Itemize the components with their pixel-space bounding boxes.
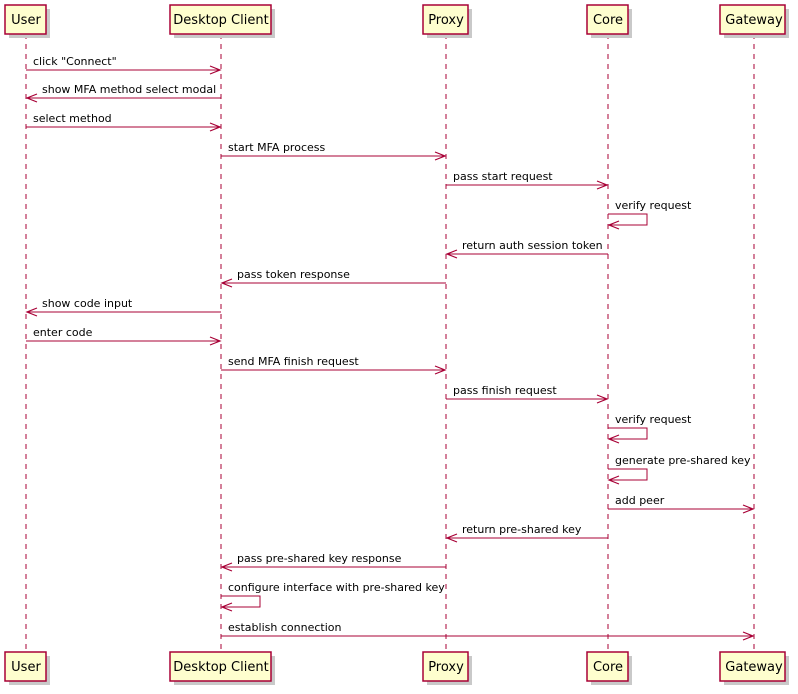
participant-user-bottom: User — [4, 651, 50, 685]
message-label: enter code — [33, 326, 93, 339]
message-label: show MFA method select modal — [42, 83, 216, 96]
participant-label: Desktop Client — [173, 13, 268, 28]
arrow-head — [445, 533, 458, 543]
arrow-head — [209, 336, 222, 346]
arrow-head — [434, 365, 447, 375]
arrow-head — [596, 180, 609, 190]
participant-proxy-bottom: Proxy — [422, 651, 472, 685]
arrow-head — [742, 631, 755, 641]
message-label: start MFA process — [228, 141, 325, 154]
participant-core-top: Core — [586, 4, 632, 38]
message-label: return pre-shared key — [462, 523, 582, 536]
message-label: show code input — [42, 297, 133, 310]
message-label: return auth session token — [462, 239, 603, 252]
message: pass pre-shared key response — [220, 552, 446, 572]
message-label: add peer — [615, 494, 665, 507]
participant-box — [4, 4, 47, 35]
message: establish connection — [221, 621, 755, 641]
arrow-head — [209, 65, 222, 75]
message-label: pass pre-shared key response — [237, 552, 402, 565]
message-label: send MFA finish request — [228, 355, 359, 368]
message: pass start request — [446, 170, 609, 190]
participant-label: Proxy — [428, 13, 464, 28]
message: return pre-shared key — [445, 523, 608, 543]
arrow-head — [607, 475, 620, 485]
arrow-head — [220, 562, 233, 572]
participant-box — [422, 4, 469, 35]
message: show MFA method select modal — [25, 83, 221, 103]
participant-box — [422, 651, 469, 682]
message-label: pass start request — [453, 170, 553, 183]
participant-label: Gateway — [725, 13, 783, 28]
participants-top: User Desktop Client Proxy Core Gateway — [4, 4, 789, 38]
participant-box — [719, 4, 786, 35]
participant-desktop-top: Desktop Client — [169, 4, 275, 38]
arrow-head — [607, 220, 620, 230]
message-label: configure interface with pre-shared key — [228, 581, 445, 594]
message: enter code — [26, 326, 222, 346]
arrow-head — [742, 504, 755, 514]
message: verify request — [607, 199, 692, 230]
message: start MFA process — [221, 141, 447, 161]
self-message-line — [221, 595, 261, 608]
message-label: establish connection — [228, 621, 341, 634]
participant-gateway-bottom: Gateway — [719, 651, 789, 685]
lifelines — [25, 34, 755, 652]
arrow-head — [607, 434, 620, 444]
participant-desktop-bottom: Desktop Client — [169, 651, 275, 685]
participant-user-top: User — [4, 4, 50, 38]
self-message-line — [608, 468, 648, 481]
message: send MFA finish request — [221, 355, 447, 375]
participant-box — [586, 4, 629, 35]
participant-proxy-top: Proxy — [422, 4, 472, 38]
participant-core-bottom: Core — [586, 651, 632, 685]
participant-label: Core — [593, 13, 623, 28]
arrow-head — [220, 278, 233, 288]
participant-box — [169, 4, 272, 35]
participant-label: Core — [593, 660, 623, 675]
participant-box — [4, 651, 47, 682]
participant-label: User — [11, 660, 41, 675]
participant-label: Desktop Client — [173, 660, 268, 675]
participant-gateway-top: Gateway — [719, 4, 789, 38]
arrow-head — [220, 602, 233, 612]
participants-bottom: User Desktop Client Proxy Core Gateway — [4, 651, 789, 685]
message: verify request — [607, 413, 692, 444]
message: pass finish request — [446, 384, 609, 404]
arrow-head — [25, 93, 38, 103]
message-label: generate pre-shared key — [615, 454, 751, 467]
arrow-head — [434, 151, 447, 161]
participant-box — [586, 651, 629, 682]
message: select method — [26, 112, 222, 132]
arrow-head — [445, 249, 458, 259]
message: add peer — [608, 494, 755, 514]
arrow-head — [25, 307, 38, 317]
message-label: pass token response — [237, 268, 350, 281]
participant-label: Proxy — [428, 660, 464, 675]
message-label: select method — [33, 112, 112, 125]
message: return auth session token — [445, 239, 608, 259]
participant-label: Gateway — [725, 660, 783, 675]
self-message-line — [608, 213, 648, 226]
message: pass token response — [220, 268, 446, 288]
message-label: verify request — [615, 413, 692, 426]
message-label: pass finish request — [453, 384, 557, 397]
message: click "Connect" — [26, 55, 222, 75]
message-label: click "Connect" — [33, 55, 117, 68]
arrow-head — [209, 122, 222, 132]
participant-box — [169, 651, 272, 682]
self-message-line — [608, 427, 648, 440]
message: generate pre-shared key — [607, 454, 751, 485]
arrow-head — [596, 394, 609, 404]
message-label: verify request — [615, 199, 692, 212]
message: show code input — [25, 297, 221, 317]
message: configure interface with pre-shared key — [220, 581, 445, 612]
messages: click "Connect" show MFA method select mo… — [25, 55, 755, 641]
participant-label: User — [11, 13, 41, 28]
participant-box — [719, 651, 786, 682]
